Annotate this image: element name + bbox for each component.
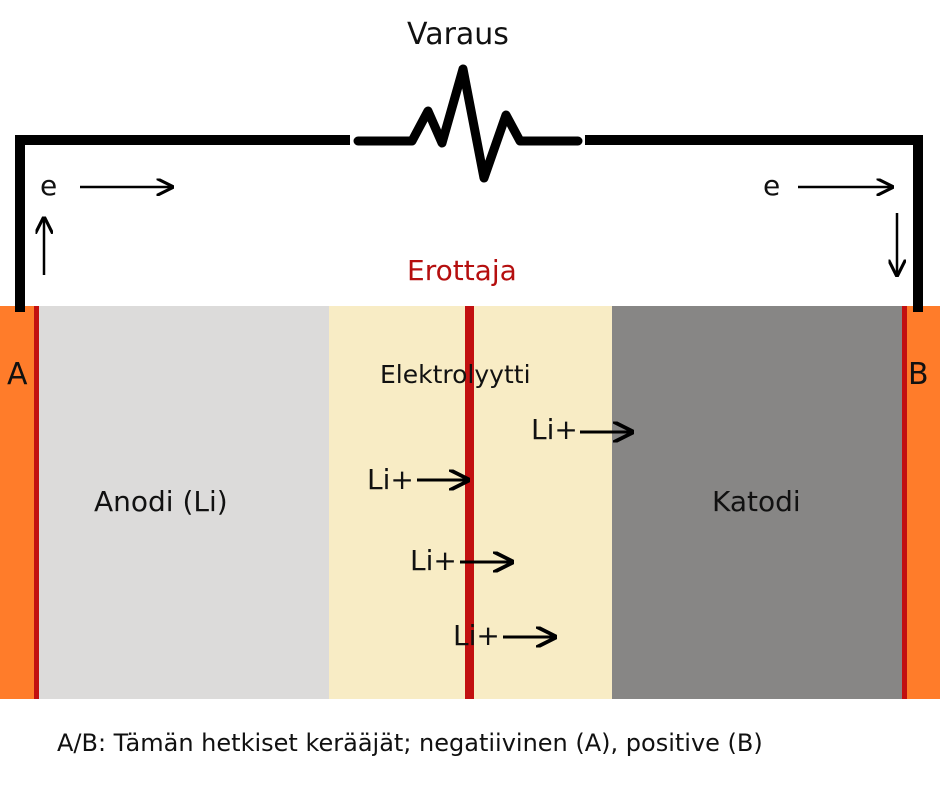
electrolyte-label: Elektrolyytti [380, 360, 531, 389]
collector-a-label: A [7, 357, 28, 392]
anode-region [39, 306, 329, 699]
ion-label-2: Li+ [367, 463, 414, 496]
cathode-region [612, 306, 902, 699]
wire-right [585, 135, 923, 312]
electron-label-right: e [763, 169, 781, 202]
collector-b [907, 306, 940, 699]
separator-line [465, 306, 474, 699]
separator-label: Erottaja [407, 254, 517, 287]
title-label: Varaus [407, 17, 509, 52]
wire-left [15, 135, 350, 312]
resistor [353, 64, 583, 183]
collector-b-label: B [908, 357, 929, 392]
ion-label-1: Li+ [531, 413, 578, 446]
caption: A/B: Tämän hetkiset kerääjät; negatiivin… [57, 729, 763, 757]
collector-a [0, 306, 36, 699]
collector-b-edge [902, 306, 907, 699]
ion-label-4: Li+ [453, 619, 500, 652]
anode-label: Anodi (Li) [94, 485, 228, 518]
collector-a-edge [34, 306, 39, 699]
cathode-label: Katodi [712, 485, 801, 518]
ion-label-3: Li+ [410, 544, 457, 577]
electron-label-left: e [40, 169, 58, 202]
